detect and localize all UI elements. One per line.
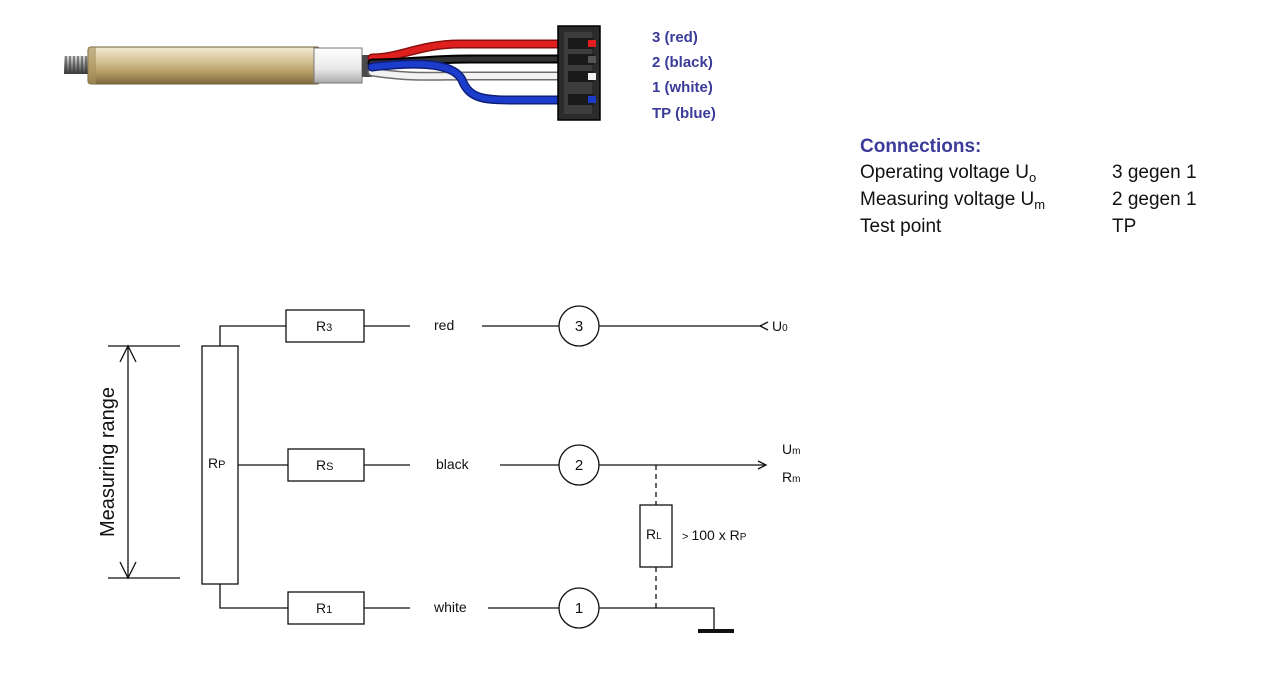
- wire-label-black-schematic: black: [436, 456, 470, 472]
- measuring-range-dimension: Measuring range: [97, 344, 180, 580]
- connection-name: Operating voltage Uo: [860, 162, 1036, 185]
- connector-housing: [557, 25, 601, 121]
- rp-label: RP: [208, 455, 225, 471]
- u0-label: U0: [772, 318, 788, 334]
- connection-name: Measuring voltage Um: [860, 189, 1045, 212]
- insulating-sleeve: [313, 47, 363, 84]
- brass-body: [87, 46, 321, 85]
- r3-label: R3: [316, 318, 332, 334]
- rm-label: Rm: [782, 469, 800, 485]
- rs-label: RS: [316, 457, 333, 473]
- wire-label-white-schematic: white: [433, 599, 467, 615]
- connection-value: TP: [1112, 216, 1136, 237]
- schematic: Measuring range RP R3 red 3 U0 RS black …: [97, 305, 800, 633]
- node-1-label: 1: [575, 600, 583, 617]
- rl-note: > 100 x RP: [682, 527, 747, 543]
- connection-value: 2 gegen 1: [1112, 189, 1197, 210]
- wire-label-red: 3 (red): [652, 29, 698, 46]
- wire-label-black: 2 (black): [652, 54, 713, 71]
- connection-name: Test point: [860, 216, 942, 237]
- measuring-range-label: Measuring range: [97, 387, 119, 537]
- resistor-rl: [639, 504, 673, 568]
- rl-label: RL: [646, 526, 662, 542]
- connections-table: Connections: Operating voltage Uo 3 gege…: [860, 136, 1197, 237]
- um-label: Um: [782, 441, 800, 457]
- resistor-r1: [287, 591, 365, 625]
- connections-title: Connections:: [860, 136, 981, 157]
- wire-label-blue: TP (blue): [652, 105, 716, 122]
- wire-label-white: 1 (white): [652, 79, 713, 96]
- wire-label-red-schematic: red: [434, 317, 454, 333]
- sensor-drawing: 3 (red) 2 (black) 1 (white) TP (blue): [64, 25, 716, 122]
- connection-value: 3 gegen 1: [1112, 162, 1197, 183]
- node-2-label: 2: [575, 457, 583, 474]
- node-3-label: 3: [575, 318, 583, 335]
- r1-label: R1: [316, 600, 332, 616]
- threaded-tip: [64, 56, 88, 74]
